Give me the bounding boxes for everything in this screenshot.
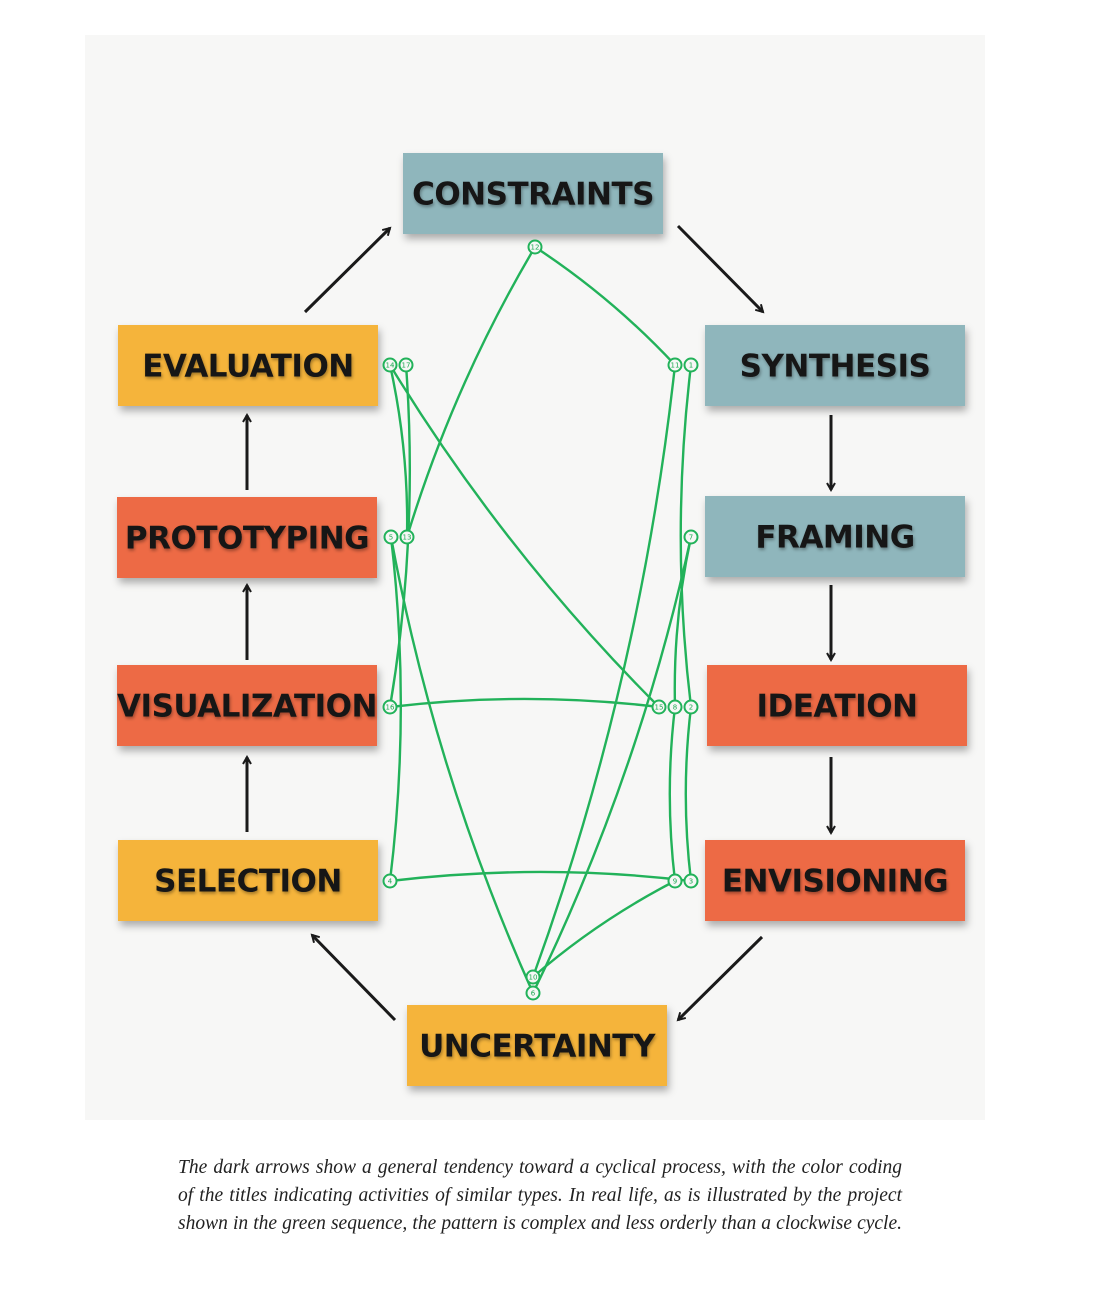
box-label: CONSTRAINTS — [412, 177, 654, 213]
box-constraints-background — [403, 153, 663, 234]
sequence-link-14-to-15 — [388, 364, 660, 708]
sequence-link-11-to-12 — [534, 245, 676, 366]
sequence-link-9-to-10 — [532, 879, 676, 978]
sequence-node-15: 15 — [651, 699, 667, 715]
sequence-node-label: 1 — [689, 362, 693, 370]
sequence-node-label: 5 — [389, 534, 393, 542]
sequence-link-5-to-6 — [389, 536, 535, 994]
sequence-node-16: 16 — [382, 699, 398, 715]
box-selection: SELECTION — [118, 840, 378, 921]
sequence-node-7: 7 — [683, 529, 699, 545]
sequence-link-12-to-13 — [405, 246, 537, 538]
box-uncertainty: UNCERTAINTY — [407, 1005, 667, 1086]
box-label: VISUALIZATION — [117, 689, 377, 725]
box-label: PROTOTYPING — [125, 521, 369, 557]
sequence-link-10-to-11 — [531, 364, 677, 978]
cycle-arrow-evaluation-to-constraints — [303, 228, 390, 314]
box-prototyping-background — [117, 497, 377, 578]
sequence-node-14: 14 — [382, 357, 398, 373]
cycle-arrow-envisioning-to-uncertainty — [678, 935, 764, 1020]
sequence-node-2: 2 — [683, 699, 699, 715]
sequence-node-9: 9 — [667, 873, 683, 889]
sequence-node-label: 8 — [673, 704, 677, 712]
sequence-node-5: 5 — [383, 529, 399, 545]
design-process-diagram: CONSTRAINTS SYNTHESIS FRAMING IDEATION ENVIS… — [117, 153, 967, 1086]
sequence-node-label: 2 — [689, 704, 693, 712]
sequence-link-6-to-7 — [531, 536, 693, 994]
sequence-node-label: 10 — [529, 974, 538, 982]
box-envisioning: ENVISIONING — [705, 840, 965, 921]
sequence-node-label: 13 — [403, 534, 412, 542]
sequence-node-label: 11 — [671, 362, 680, 370]
sequence-link-3-to-4 — [389, 870, 692, 883]
box-evaluation-background — [118, 325, 378, 406]
sequence-node-8: 8 — [667, 699, 683, 715]
sequence-node-label: 17 — [402, 362, 411, 370]
sequence-node-label: 12 — [531, 244, 540, 252]
box-ideation: IDEATION — [707, 665, 967, 746]
box-label: IDEATION — [756, 689, 917, 725]
sequence-node-4: 4 — [382, 873, 398, 889]
sequence-link-7-to-8 — [673, 536, 693, 708]
sequence-node-label: 7 — [689, 534, 693, 542]
box-framing: FRAMING — [705, 496, 965, 577]
sequence-node-3: 3 — [683, 873, 699, 889]
box-uncertainty-background — [407, 1005, 667, 1086]
sequence-link-1-to-2 — [679, 364, 693, 708]
sequence-node-label: 15 — [655, 704, 664, 712]
sequence-node-17: 17 — [398, 357, 414, 373]
sequence-node-label: 6 — [531, 990, 536, 998]
sequence-node-label: 3 — [689, 878, 693, 886]
box-constraints: CONSTRAINTS — [403, 153, 663, 234]
sequence-node-13: 13 — [399, 529, 415, 545]
sequence-node-1: 1 — [683, 357, 699, 373]
box-envisioning-background — [705, 840, 965, 921]
box-prototyping: PROTOTYPING — [117, 497, 377, 578]
sequence-node-6: 6 — [525, 985, 541, 1001]
sequence-node-label: 14 — [386, 362, 395, 370]
sequence-link-13-to-14 — [388, 364, 409, 538]
figure-caption: The dark arrows show a general tendency … — [178, 1157, 902, 1234]
sequence-link-8-to-9 — [668, 706, 677, 882]
box-ideation-background — [707, 665, 967, 746]
cycle-arrow-uncertainty-to-selection — [312, 935, 397, 1022]
box-label: EVALUATION — [142, 349, 354, 385]
box-synthesis-background — [705, 325, 965, 406]
box-label: ENVISIONING — [722, 864, 948, 900]
box-label: SELECTION — [154, 864, 342, 900]
sequence-node-label: 16 — [386, 704, 395, 712]
cycle-arrow-constraints-to-synthesis — [676, 224, 763, 312]
sequence-node-label: 9 — [673, 878, 677, 886]
box-selection-background — [118, 840, 378, 921]
sequence-link-4-to-5 — [388, 536, 403, 882]
sequence-node-12: 12 — [527, 239, 543, 255]
box-visualization: VISUALIZATION — [117, 665, 377, 746]
sequence-node-label: 4 — [388, 878, 393, 886]
box-label: SYNTHESIS — [740, 349, 931, 385]
box-label: FRAMING — [755, 520, 914, 556]
sequence-node-11: 11 — [667, 357, 683, 373]
sequence-link-2-to-3 — [684, 706, 693, 882]
box-visualization-background — [117, 665, 377, 746]
sequence-link-15-to-16 — [389, 697, 660, 709]
box-label: UNCERTAINTY — [419, 1029, 656, 1065]
sequence-node-10: 10 — [525, 969, 541, 985]
box-evaluation: EVALUATION — [118, 325, 378, 406]
box-framing-background — [705, 496, 965, 577]
box-synthesis: SYNTHESIS — [705, 325, 965, 406]
